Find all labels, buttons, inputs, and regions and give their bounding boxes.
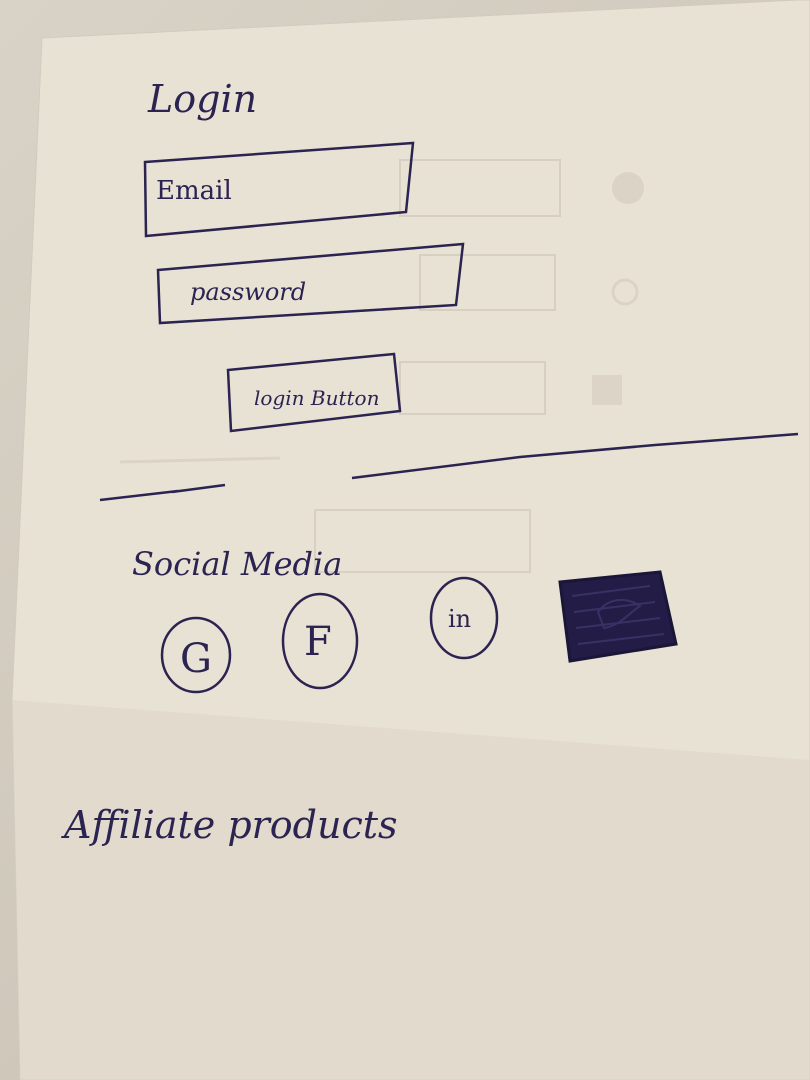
twitter-scribble	[571, 585, 665, 645]
login-button-label: login Button	[254, 386, 379, 410]
facebook-icon	[281, 592, 359, 690]
login-button[interactable]: login Button	[226, 352, 402, 433]
password-field-border	[156, 242, 465, 325]
email-field-border	[143, 141, 415, 238]
facebook-icon-letter: F	[304, 619, 332, 665]
email-field-label: Email	[156, 176, 232, 206]
password-field-label: password	[190, 278, 306, 306]
email-field[interactable]: Email	[143, 141, 415, 238]
twitter-button[interactable]	[558, 570, 678, 663]
social-media-heading: Social Media	[132, 545, 342, 583]
linkedin-icon-letters: in	[448, 605, 471, 633]
google-icon-letter: G	[180, 636, 212, 682]
show-through	[119, 159, 644, 573]
login-button-border	[226, 352, 402, 433]
linkedin-button[interactable]: in	[429, 576, 499, 660]
facebook-button[interactable]: F	[281, 592, 359, 690]
section-divider	[99, 432, 799, 502]
google-icon	[160, 616, 232, 694]
google-button[interactable]: G	[160, 616, 232, 694]
paper-shadow	[12, 700, 810, 1080]
login-title: Login	[147, 77, 257, 121]
twitter-icon	[558, 570, 678, 663]
linkedin-icon	[429, 576, 499, 660]
affiliate-products-heading: Affiliate products	[61, 803, 398, 847]
password-field[interactable]: password	[156, 242, 465, 325]
